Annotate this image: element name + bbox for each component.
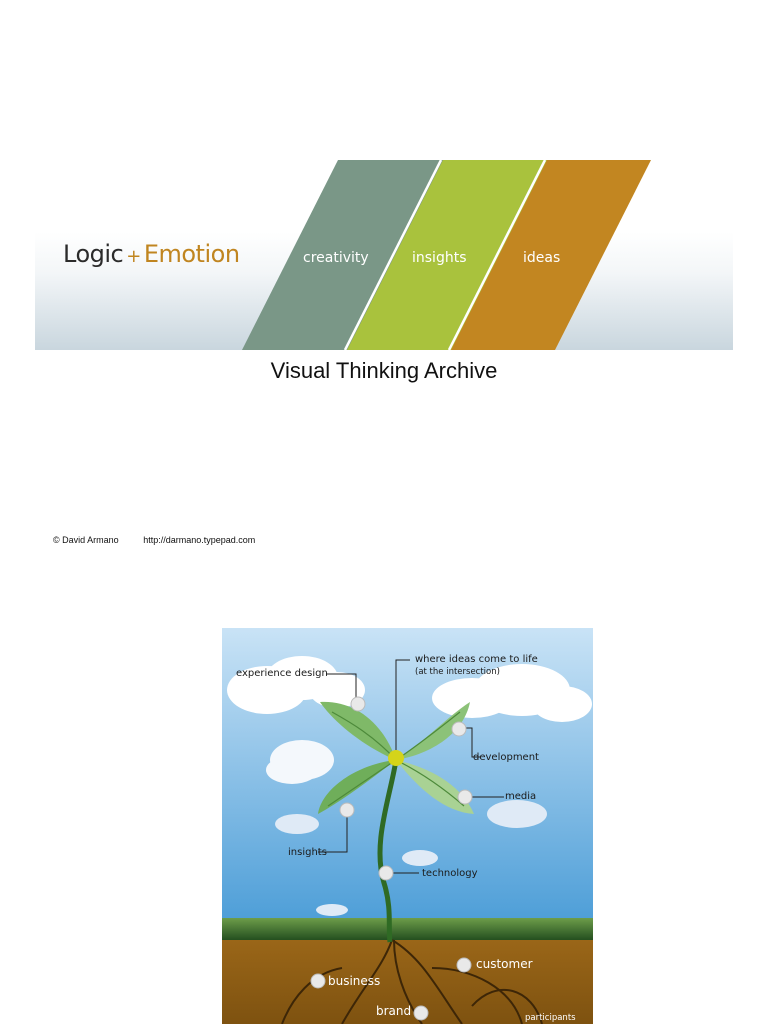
label-business: business — [328, 974, 381, 988]
label-intersection: (at the intersection) — [415, 667, 500, 677]
credits: © David Armano http://darmano.typepad.co… — [53, 535, 277, 545]
logic-emotion-logo: Logic+Emotion — [63, 240, 240, 268]
logo-emotion: Emotion — [143, 240, 240, 268]
plant-graphic — [222, 628, 593, 1024]
intersection-dot — [388, 750, 404, 766]
label-media: media — [505, 791, 537, 802]
website-link[interactable]: http://darmano.typepad.com — [143, 535, 256, 545]
label-experience-design: experience design — [236, 668, 328, 679]
creativity-band — [242, 160, 445, 350]
logo-plus: + — [126, 246, 141, 267]
label-where-ideas: where ideas come to life — [415, 654, 538, 665]
band-label-insights: insights — [412, 250, 467, 266]
insights-band — [347, 160, 549, 350]
cloud — [227, 656, 365, 714]
logo-logic: Logic — [63, 240, 124, 268]
cloud — [266, 740, 334, 784]
leaves — [318, 701, 474, 814]
cloud — [432, 664, 592, 722]
author-credit: © David Armano — [53, 535, 119, 545]
page-title: Visual Thinking Archive — [270, 358, 498, 383]
band-label-ideas: ideas — [523, 250, 561, 266]
label-technology: technology — [422, 868, 478, 879]
plant-illustration: experience design where ideas come to li… — [222, 628, 593, 1024]
label-customer: customer — [476, 957, 533, 971]
cloud — [275, 800, 547, 916]
logic-emotion-banner: Logic+Emotion creativity insights ideas — [35, 160, 733, 350]
label-participants: participants — [525, 1013, 576, 1023]
label-insights: insights — [288, 847, 327, 858]
ideas-band — [451, 160, 651, 350]
label-brand: brand — [376, 1004, 412, 1018]
label-development: development — [473, 752, 539, 763]
banner-graphic — [35, 160, 733, 350]
band-label-creativity: creativity — [303, 250, 369, 266]
